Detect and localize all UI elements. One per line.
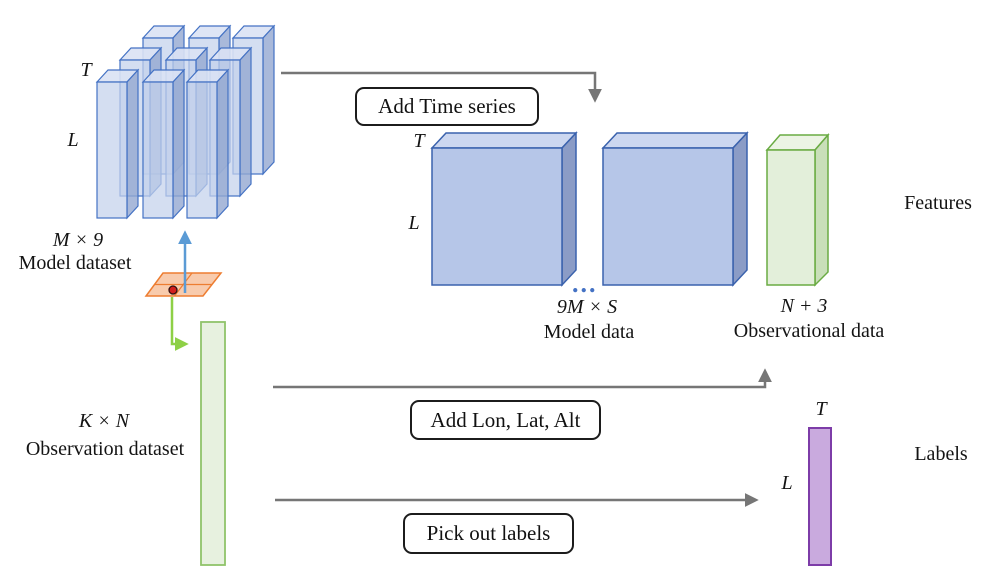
plane-grid-line-vertical	[174, 272, 193, 297]
arrow-add-time-series	[281, 71, 602, 103]
arrow-point-to-observation-column	[170, 297, 189, 351]
model-dataset-name: Model dataset	[18, 252, 132, 274]
labels-column-dim-l: L	[781, 472, 793, 494]
model-slab	[96, 69, 139, 219]
model-slab	[142, 69, 185, 219]
observation-dataset-name: Observation dataset	[25, 438, 185, 460]
model-data-size: 9M × S	[556, 296, 618, 318]
model-data-dim-t: T	[413, 130, 425, 152]
observational-data-cuboid	[765, 132, 830, 287]
model-stack-dim-l: L	[67, 129, 79, 151]
model-data-cube-1	[431, 132, 577, 286]
sampling-plane	[144, 272, 223, 297]
model-stack-dim-t: T	[80, 59, 92, 81]
arrow-add-lon-lat-alt	[273, 368, 772, 389]
model-data-cube-2	[602, 132, 748, 286]
op-pick-out-labels: Pick out labels	[403, 513, 574, 554]
labels-column	[808, 427, 832, 566]
labels-column-dim-t: T	[815, 398, 827, 420]
op-add-time-series: Add Time series	[355, 87, 539, 126]
green-cuboid-side-face	[814, 132, 829, 287]
op-add-lon-lat-alt: Add Lon, Lat, Alt	[410, 400, 601, 440]
observational-data-size: N + 3	[780, 295, 828, 317]
model-slab	[186, 69, 229, 219]
sample-point-dot	[168, 285, 178, 295]
observation-dataset-column	[200, 321, 226, 566]
features-label: Features	[904, 192, 972, 214]
model-dataset-stack	[96, 25, 275, 219]
model-dataset-size: M × 9	[52, 229, 104, 251]
green-cuboid-front-face	[766, 149, 816, 286]
ellipsis-dots: ...	[572, 269, 598, 298]
observation-dataset-size: K × N	[78, 410, 130, 432]
model-data-dim-l: L	[408, 212, 420, 234]
observational-data-name: Observational data	[733, 320, 885, 342]
model-data-name: Model data	[543, 321, 635, 343]
labels-label: Labels	[914, 443, 968, 465]
